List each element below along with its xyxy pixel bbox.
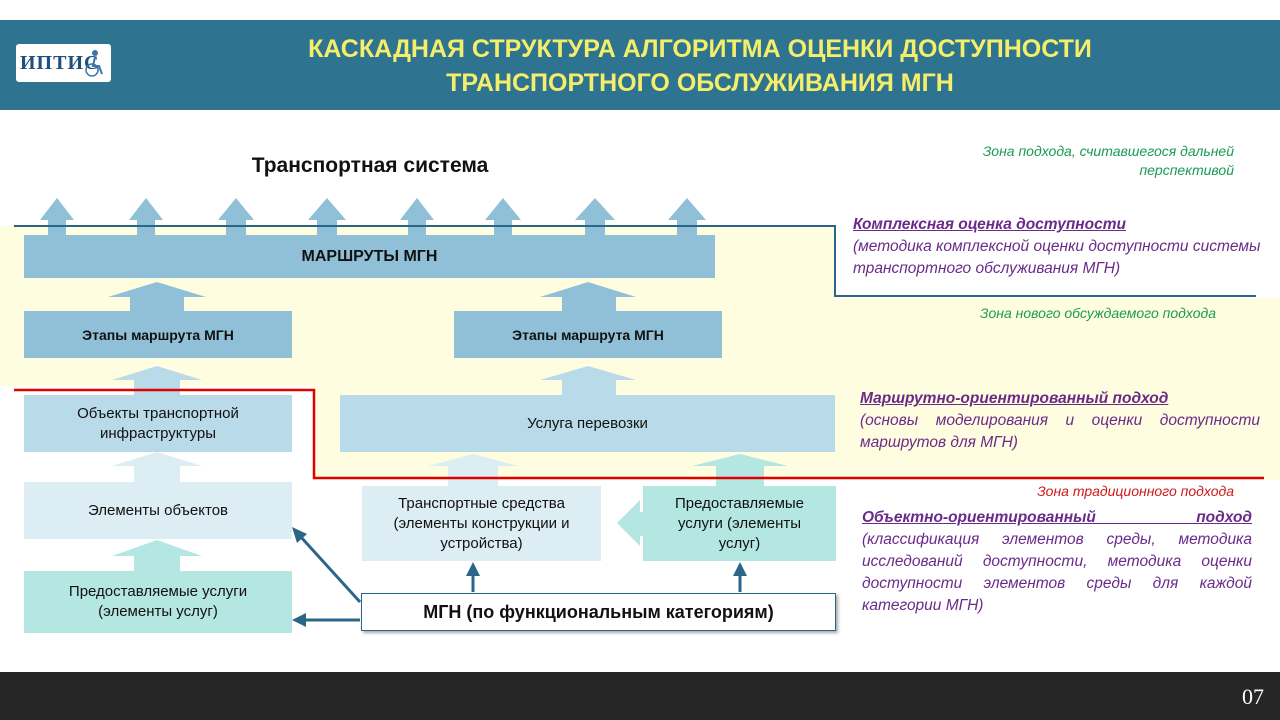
routes-box: МАРШРУТЫ МГН [24,235,715,278]
route-approach-title: Маршрутно-ориентированный подход [860,390,1169,407]
mgn-box: МГН (по функциональным категориям) [361,593,836,631]
complex-approach-desc: (методика комплексной оценки доступности… [853,238,1261,277]
footer-bar: 07 [0,672,1280,720]
page-number: 07 [1242,684,1264,709]
new-approach-zone-right [835,298,1280,480]
object-approach-desc: (классификация элементов среды, методика… [862,531,1252,614]
title-line-1: КАСКАДНАЯ СТРУКТУРА АЛГОРИТМА ОЦЕНКИ ДОС… [308,35,1092,63]
route-approach-desc: (основы моделирования и оценки доступнос… [860,412,1260,451]
provided-services-center-box: Предоставляемые услуги (элементы услуг) [643,486,836,561]
vehicles-box: Транспортные средства (элементы конструк… [362,486,601,561]
route-approach: Маршрутно-ориентированный подход (основы… [860,388,1260,454]
title-line-2: ТРАНСПОРТНОГО ОБСЛУЖИВАНИЯ МГН [446,69,954,97]
object-approach-title: Объектно-ориентированный подход [862,509,1252,526]
wheelchair-figure-icon [85,50,103,77]
object-approach: Объектно-ориентированный подход (классиф… [862,507,1252,617]
transport-service-box: Услуга перевозки [340,395,835,452]
complex-approach-title: Комплексная оценка доступности [853,216,1126,233]
object-elements-box: Элементы объектов [24,482,292,539]
route-stages-left-box: Этапы маршрута МГН [24,311,292,358]
transport-system-label: Транспортная система [251,154,489,177]
logo: ИПТИС [16,44,111,82]
traditional-zone-label: Зона традиционного подхода [1037,483,1234,499]
new-zone-label: Зона нового обсуждаемого подхода [979,305,1216,321]
complex-approach: Комплексная оценка доступности (методика… [853,214,1263,280]
logo-text: ИПТИС [20,51,100,74]
far-zone-label: Зона подхода, считавшегося дальней персп… [982,143,1234,178]
provided-services-left-box: Предоставляемые услуги (элементы услуг) [24,571,292,633]
header-bar: ИПТИС КАСКАДНАЯ СТРУКТУРА АЛГОРИТМА ОЦЕН… [0,20,1280,110]
route-stages-right-box: Этапы маршрута МГН [454,311,722,358]
page-title: КАСКАДНАЯ СТРУКТУРА АЛГОРИТМА ОЦЕНКИ ДОС… [150,32,1250,100]
infrastructure-objects-box: Объекты транспортной инфраструктуры [24,395,292,452]
